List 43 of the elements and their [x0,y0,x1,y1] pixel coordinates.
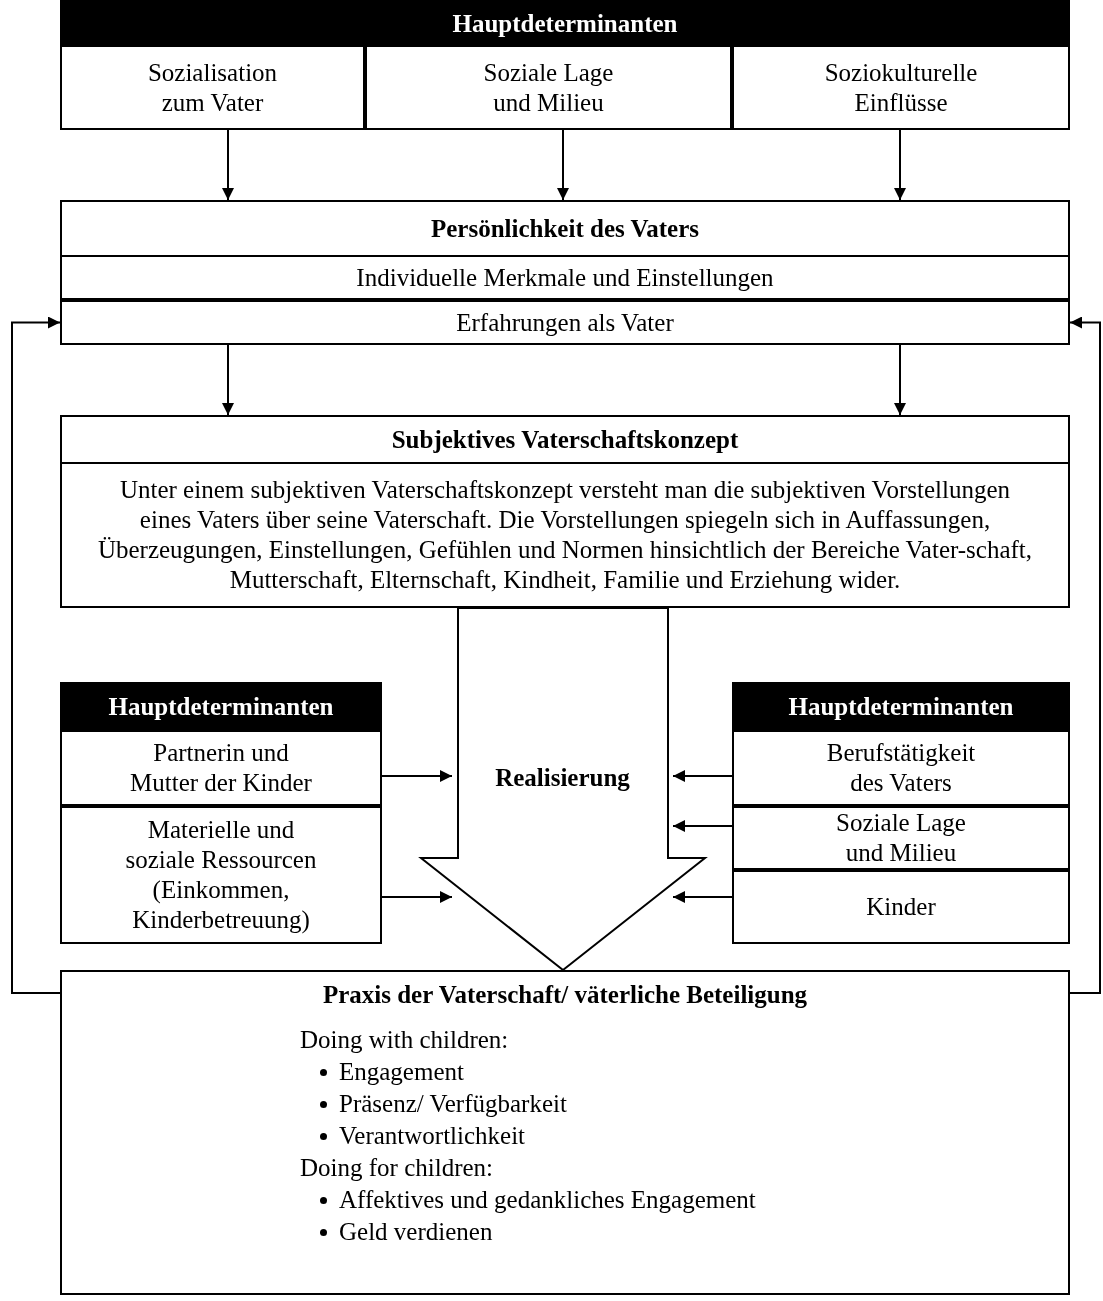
arrow [672,770,733,782]
heading: Hauptdeterminanten [62,2,1068,47]
list-item: Verantwortlichkeit [339,1121,526,1151]
arrow [894,344,906,416]
description-text: Unter einem subjektiven Vaterschaftskonzept versteht man die subjektiven Vorstellungen eines Vaters über seine Vaterschaft. Die Vorstellungen spiegeln sich in Auffassungen, Überzeugungen, Einstellungen, Gefühlen und Normen hinsichtlich der Bereiche Vater-schaft, Mutterschaft, Elternschaft, Kindheit, Familie und Erziehung wider. [96,475,1034,595]
cell-text: Berufstätigkeit des Vaters [825,738,977,798]
cell-text: Soziokulturelle Einflüsse [823,57,979,118]
cell-text: Partnerin und Mutter der Kinder [129,738,313,798]
heading: Subjektives Vaterschaftskonzept [62,417,1068,464]
arrow [381,770,453,782]
list-item: Affektives und gedankliches Engagement [339,1185,756,1215]
arrow [222,129,234,201]
list-heading: Doing with children: [300,1025,509,1055]
cell-text: Materielle und soziale Ressourcen (Einkommen, Kinderbetreuung) [124,815,318,935]
table-box [60,415,1070,608]
list-item: Geld verdienen [339,1217,493,1247]
arrow-label: Realisierung [495,764,630,792]
arrow [222,344,234,416]
list-item: Engagement [339,1057,464,1087]
arrow [672,820,733,832]
cell-text: Soziale Lage und Milieu [835,808,967,868]
cell-text: Erfahrungen als Vater [456,307,674,338]
table-cell [732,806,1070,870]
feedback-arrow [11,316,61,994]
table-box [60,682,382,944]
cell-text: Sozialisation zum Vater [146,57,279,118]
block-arrow [418,607,708,972]
table-cell [365,45,732,130]
table-box [732,682,1070,944]
arrow [557,129,569,201]
arrow [894,129,906,201]
arrow [672,891,733,903]
cell-text: Soziale Lage und Milieu [482,57,615,118]
list-heading: Doing for children: [300,1153,493,1183]
cell-text: Individuelle Merkmale und Einstellungen [356,262,774,293]
arrow [381,891,453,903]
feedback-arrow [1069,316,1101,994]
list-item: Präsenz/ Verfügbarkeit [339,1089,567,1119]
table-box [60,0,1070,130]
heading: Hauptdeterminanten [734,684,1068,732]
heading: Hauptdeterminanten [62,684,380,732]
cell-text: Kinder [866,892,936,922]
table-box [60,200,1070,345]
